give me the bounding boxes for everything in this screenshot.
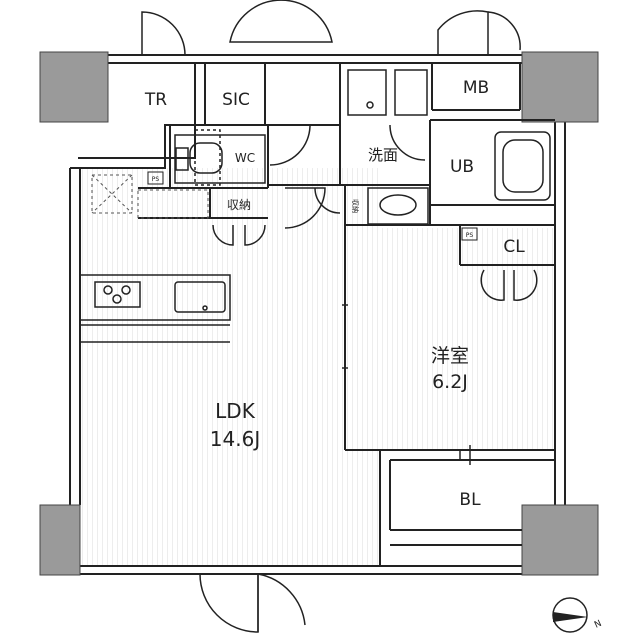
label-ldk-size: 14.6J [210,427,260,451]
kitchen-sink [174,281,226,313]
label-wc: WC [235,151,255,165]
door-mb-left [437,10,489,55]
compass-north-label: N [593,619,603,631]
label-storage-small: 収納 [351,199,360,213]
structural-columns [39,51,599,576]
cooktop [94,281,141,308]
ventilation-box [91,174,209,219]
door-wc [269,124,311,166]
door-cl-l [480,269,505,301]
door-hall [284,187,326,229]
door-balcony-l [199,573,259,633]
label-ps-2: PS [466,232,474,239]
door-entrance [229,0,333,43]
label-bedroom-name: 洋室 [431,345,469,367]
door-washroom [389,124,426,161]
label-tr: TR [144,90,167,110]
bath-fixtures [174,69,551,225]
label-ub: UB [450,157,474,177]
outer-walls [69,54,566,575]
door-storage-r [244,224,266,246]
ps-boxes [147,171,478,241]
label-ps-1: PS [152,176,160,183]
label-mb: MB [463,78,489,98]
label-storage: 収納 [227,198,251,212]
floor-hatching [80,168,555,566]
door-balcony-r [257,573,306,626]
door-tr [141,11,186,56]
label-ldk-name: LDK [215,399,256,423]
label-bedroom-size: 6.2J [432,371,468,393]
door-cl-r [513,269,538,301]
label-washroom: 洗面 [368,146,398,164]
kitchen-counter [79,274,231,343]
window-openings [342,304,471,465]
interior-walls [138,63,555,566]
room-labels: TR SIC MB WC 洗面 UB PS PS 収納 収納 CL 洋室 6.2… [144,78,525,510]
label-cl: CL [503,237,525,257]
door-storage-l [212,224,234,246]
label-sic: SIC [222,90,250,110]
doors [141,0,538,633]
label-bl: BL [459,490,481,510]
compass: N [552,597,603,633]
compass-needle-icon [553,612,588,622]
